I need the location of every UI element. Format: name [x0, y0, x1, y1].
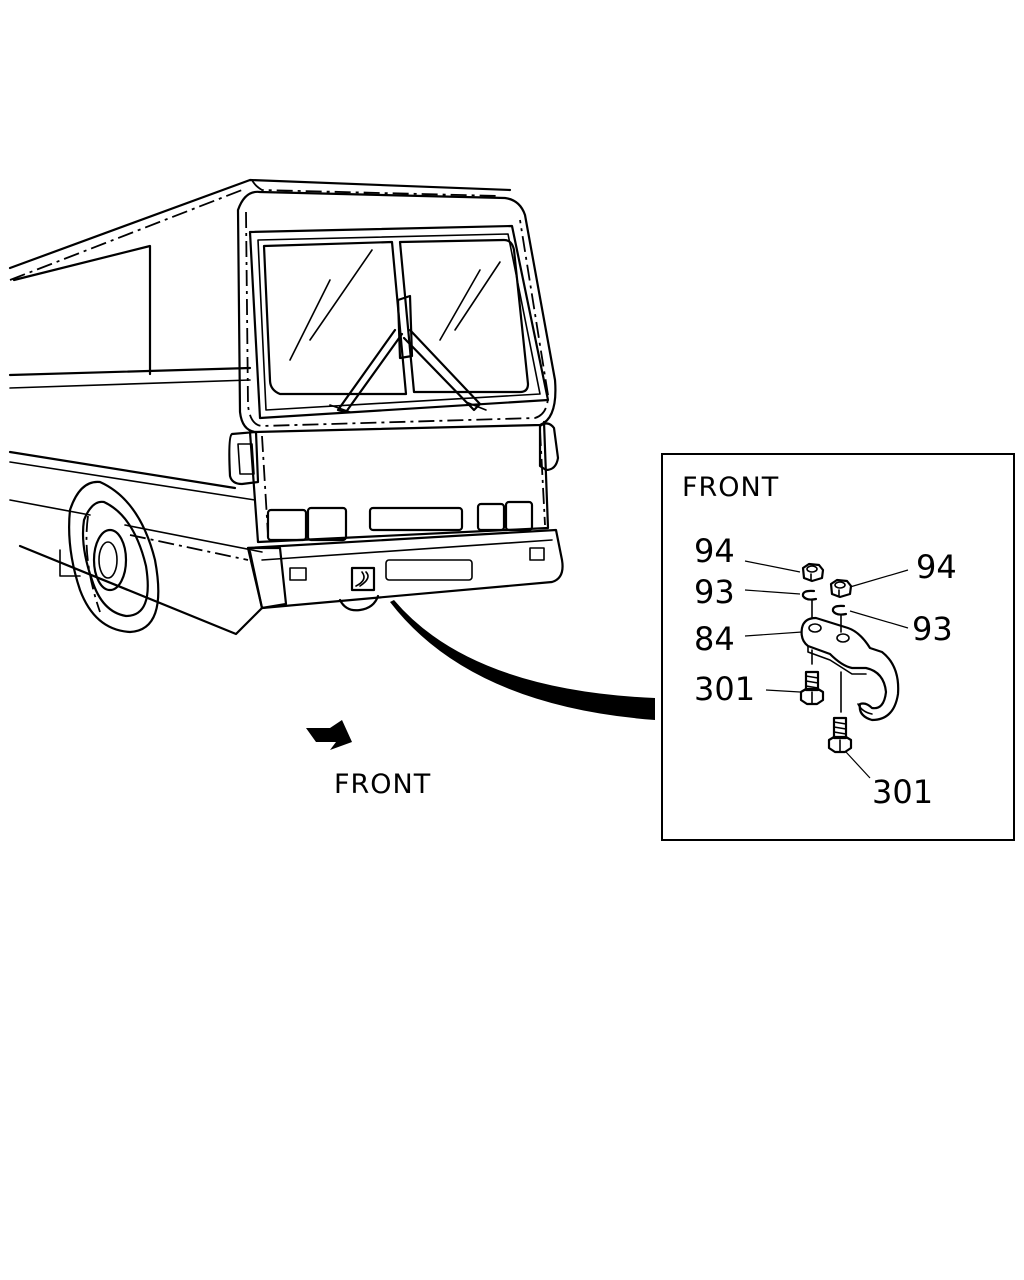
detail-view-label: FRONT: [682, 472, 779, 503]
callout-bolt-left: 301: [694, 670, 755, 708]
callout-washer-left: 93: [694, 573, 735, 611]
bolt-left-icon: [799, 670, 825, 706]
washer-right-icon: [831, 604, 848, 616]
front-label: FRONT: [334, 769, 431, 800]
callout-washer-right: 93: [912, 610, 953, 648]
bus-illustration: [8, 178, 564, 636]
callout-nut-right: 94: [916, 548, 957, 586]
nut-right-icon: [829, 578, 853, 599]
callout-nut-left: 94: [694, 532, 735, 570]
callout-hook-bracket: 84: [694, 620, 735, 658]
washer-left-icon: [801, 589, 818, 601]
callout-leaders: [744, 560, 909, 779]
detail-leader: [390, 600, 655, 720]
tow-hook-bracket-icon: [800, 616, 900, 722]
detail-box: [661, 453, 1015, 841]
bolt-right-icon: [827, 716, 853, 754]
front-arrow-icon: [306, 720, 352, 750]
nut-left-icon: [801, 562, 825, 583]
callout-bolt-right: 301: [872, 773, 933, 811]
